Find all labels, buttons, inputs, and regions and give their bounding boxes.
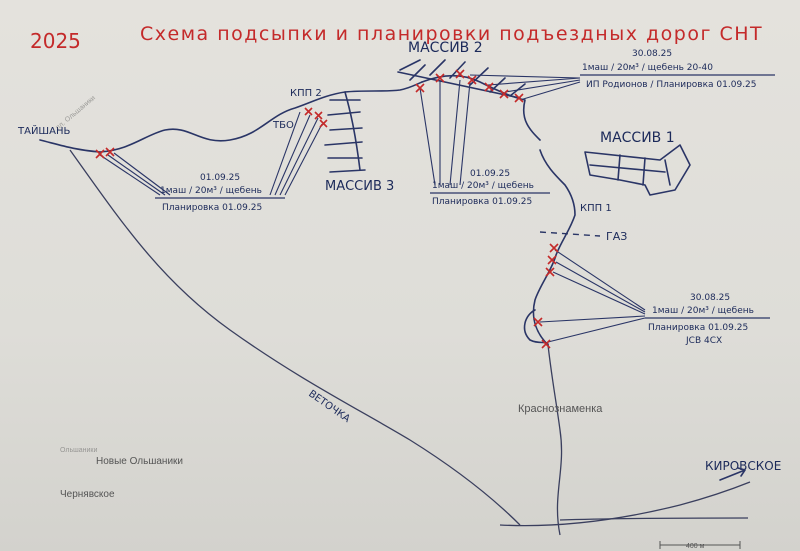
chernyavskoe-label: Чернявское <box>60 489 115 500</box>
access-road-massiv2 <box>421 74 541 141</box>
novye-olshaniki-label: Новые Ольшаники <box>96 456 183 467</box>
massiv1-lane-c <box>664 159 671 186</box>
massiv3-label: МАССИВ 3 <box>325 179 394 194</box>
note-top-right-line2: ИП Родионов / Планировка 01.09.25 <box>586 80 757 90</box>
scale-label: 400 м <box>686 543 705 550</box>
access-road-kpp1 <box>532 149 576 346</box>
massiv3-block <box>324 91 366 173</box>
note-center-line2: Планировка 01.09.25 <box>432 197 532 207</box>
road-bottom-right <box>559 517 749 521</box>
bottom-right-note-arrows <box>539 249 646 343</box>
note-bottom-right-line1: 1маш / 20м³ / щебень <box>652 306 754 316</box>
note-left-line2: Планировка 01.09.25 <box>162 203 262 213</box>
note-left-line1: 1маш / 20м³ / щебень <box>160 186 262 196</box>
year-label: 2025 <box>30 29 81 53</box>
massiv1-lane-b <box>642 157 646 186</box>
center-note-arrows <box>419 79 471 186</box>
massiv1-street <box>589 164 666 173</box>
gas-pipeline <box>539 231 601 237</box>
note-top-right: 30.08.25 1маш / 20м³ / щебень 20-40 ИП Р… <box>580 49 775 90</box>
note-top-right-date: 30.08.25 <box>632 49 672 59</box>
access-road-loop <box>523 309 549 346</box>
kirovskoe-arrow <box>719 467 746 481</box>
left-note-arrows <box>99 111 323 196</box>
massiv1-lane-a <box>617 154 621 181</box>
note-left-date: 01.09.25 <box>200 173 240 183</box>
massiv1-block <box>584 144 691 196</box>
road-bottom <box>499 481 751 527</box>
massiv2-label: МАССИВ 2 <box>408 40 483 56</box>
road-vetochka <box>69 149 521 526</box>
station-label: Ольшаники <box>60 447 97 454</box>
railway-label: пл. Ольшаники <box>55 95 97 132</box>
access-road-main <box>39 81 423 153</box>
note-bottom-right: 30.08.25 1маш / 20м³ / щебень Планировка… <box>645 293 770 346</box>
note-bottom-right-line3: JCB 4CX <box>685 336 722 346</box>
note-left: 01.09.25 1маш / 20м³ / щебень Планировка… <box>155 173 285 213</box>
kpp2-label: КПП 2 <box>290 88 322 99</box>
note-center-line1: 1маш / 20м³ / щебень <box>432 181 534 191</box>
scale-bar: 400 м <box>659 541 741 550</box>
gas-label: ГАЗ <box>606 230 627 243</box>
note-center-date: 01.09.25 <box>470 169 510 179</box>
marker-crosses <box>95 69 559 349</box>
road-krasnoznamenka <box>547 344 563 536</box>
kirovskoe-label: КИРОВСКОЕ <box>705 459 781 473</box>
map-title: Схема подсыпки и планировки подъездных д… <box>140 23 763 45</box>
note-center: 01.09.25 1маш / 20м³ / щебень Планировка… <box>430 169 550 207</box>
krasnoznamenka-label: Краснознаменка <box>518 403 603 415</box>
top-right-note-arrows <box>469 74 581 101</box>
massiv1-label: МАССИВ 1 <box>600 130 675 146</box>
taishan-label: ТАЙШАНЬ <box>17 124 70 137</box>
tbo-label: ТБО <box>272 120 294 131</box>
kpp1-label: КПП 1 <box>580 203 612 214</box>
note-top-right-line1: 1маш / 20м³ / щебень 20-40 <box>582 63 713 73</box>
note-bottom-right-date: 30.08.25 <box>690 293 730 303</box>
note-bottom-right-line2: Планировка 01.09.25 <box>648 323 748 333</box>
